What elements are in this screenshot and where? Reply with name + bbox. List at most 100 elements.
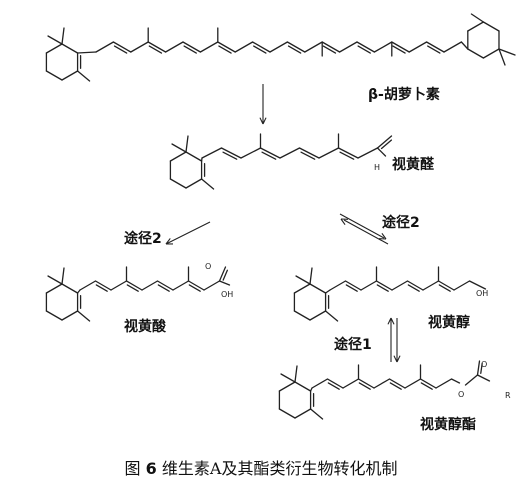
double-bond: [421, 383, 432, 389]
single-bond: [468, 22, 484, 31]
single-bond: [220, 267, 226, 281]
single-bond: [111, 281, 127, 290]
single-bond: [310, 268, 312, 284]
caption-fig: 图: [125, 459, 141, 478]
single-bond: [186, 136, 188, 152]
double-bond: [127, 285, 138, 291]
alcohol-oh-label: OH: [476, 289, 488, 298]
single-bond: [173, 281, 189, 290]
single-bond: [280, 148, 300, 158]
aldehyde-h-label: H: [374, 163, 380, 172]
single-bond: [470, 281, 486, 289]
single-bond: [235, 42, 252, 52]
single-bond: [78, 52, 96, 53]
single-bond: [319, 148, 339, 158]
single-bond: [311, 409, 323, 419]
single-bond: [310, 284, 326, 293]
single-bond: [166, 42, 183, 52]
single-bond: [62, 311, 78, 320]
single-bond: [279, 382, 295, 391]
single-bond: [186, 179, 202, 188]
double-bond: [439, 285, 450, 291]
double-bond: [301, 152, 315, 159]
single-bond: [46, 44, 62, 53]
acid-carbonyl-o-label: O: [205, 262, 211, 271]
pathway-2-left-label: 途径2: [124, 228, 162, 248]
single-bond: [478, 361, 480, 375]
single-bond: [358, 148, 378, 158]
single-bond: [312, 379, 328, 388]
single-bond: [172, 144, 186, 152]
single-bond: [483, 22, 499, 31]
single-bond: [62, 28, 64, 44]
arrow-shaft: [340, 214, 384, 238]
single-bond: [454, 281, 470, 290]
single-bond: [405, 379, 421, 388]
double-bond: [254, 46, 266, 53]
ester-carbonyl-o-label: O: [481, 360, 487, 369]
single-bond: [78, 71, 90, 81]
single-bond: [48, 276, 62, 284]
single-bond: [330, 281, 346, 290]
double-bond: [346, 285, 357, 291]
figure-caption: 图 6 维生素A及其酯类衍生物转化机制: [0, 455, 522, 479]
caption-number: 6: [146, 459, 157, 478]
single-bond: [48, 36, 62, 44]
single-bond: [202, 179, 214, 189]
acid-oh-label: OH: [221, 290, 233, 299]
pathway-1-label: 途径1: [334, 334, 372, 354]
single-bond: [466, 375, 478, 385]
single-bond: [461, 42, 467, 49]
double-bond: [408, 285, 419, 291]
double-bond: [262, 152, 276, 159]
single-bond: [361, 281, 377, 290]
single-bond: [295, 409, 311, 418]
pathway-2-right-label: 途径2: [382, 212, 420, 232]
single-bond: [220, 281, 230, 285]
double-bond: [358, 46, 370, 53]
double-bond: [158, 285, 169, 291]
single-bond: [436, 379, 452, 388]
retinoic-acid-label: 视黄酸: [124, 316, 166, 336]
double-bond: [289, 46, 301, 53]
double-bond: [223, 152, 237, 159]
single-bond: [478, 375, 490, 381]
retinal-label: 视黄醛: [392, 154, 434, 174]
single-bond: [62, 284, 78, 293]
single-bond: [305, 42, 322, 52]
single-bond: [444, 42, 461, 52]
double-bond: [96, 285, 107, 291]
beta-carotene-label: β-胡萝卜素: [368, 84, 440, 104]
double-bond: [382, 140, 392, 148]
single-bond: [170, 152, 186, 161]
single-bond: [62, 71, 78, 80]
single-bond: [96, 42, 113, 52]
double-bond: [149, 46, 161, 53]
double-bond: [428, 46, 440, 53]
double-bond: [390, 383, 401, 389]
single-bond: [62, 44, 78, 53]
single-bond: [46, 71, 62, 80]
single-bond: [295, 382, 311, 391]
caption-text: 维生素A及其酯类衍生物转化机制: [162, 459, 398, 478]
arrow-head: [382, 233, 386, 239]
single-bond: [200, 42, 217, 52]
double-bond: [115, 46, 127, 53]
single-bond: [202, 148, 222, 158]
single-bond: [204, 281, 220, 290]
double-bond: [377, 285, 388, 291]
single-bond: [281, 374, 295, 382]
single-bond: [294, 284, 310, 293]
single-bond: [62, 268, 64, 284]
double-bond: [189, 285, 200, 291]
single-bond: [343, 379, 359, 388]
double-bond: [184, 46, 196, 53]
single-bond: [409, 42, 426, 52]
single-bond: [294, 311, 310, 320]
single-bond: [326, 290, 330, 293]
single-bond: [374, 42, 391, 52]
single-bond: [310, 311, 326, 320]
single-bond: [296, 276, 310, 284]
double-bond: [340, 152, 354, 159]
